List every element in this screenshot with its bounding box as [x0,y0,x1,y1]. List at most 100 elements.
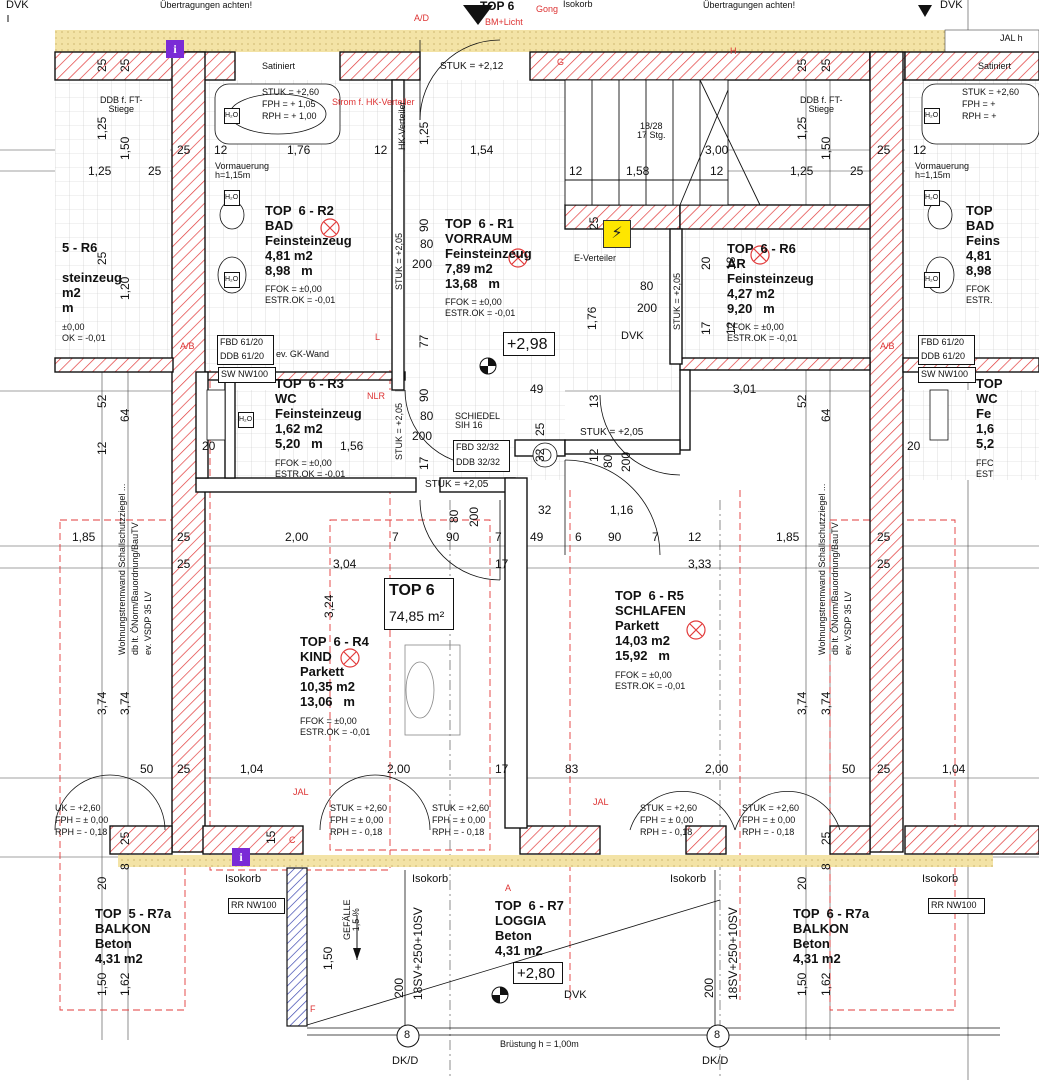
sw-box: SW NW100 [918,367,976,383]
dimension: 25 [877,530,891,544]
label: Satiniert [978,61,1012,71]
electrical-warning-icon: ⚡ [603,220,631,248]
water-icon: H₂O [924,190,940,206]
dimension: 1,62 [819,972,833,996]
label: L [375,332,381,342]
dimension: 49 [530,382,544,396]
dimension: 17 [495,762,509,776]
dimension: 2,00 [387,762,411,776]
label: Satiniert [262,61,296,71]
label: Übertragungen achten! [703,0,796,10]
dimension: 1,50 [95,972,109,996]
label: DVK [940,0,963,11]
dimension: 18 [724,256,738,270]
dimension: 1,76 [287,143,311,157]
dimension: 20 [699,256,713,270]
label: Isokorb [670,873,707,885]
room-wc-levels: FFOK = ±0,00 ESTR.OK = -0,01 [275,458,346,479]
railing [286,867,308,1027]
fbd-box: FBD 61/20 DDB 61/20 [217,335,274,365]
rr-box: RR NW100 [928,898,985,914]
label: Isokorb [225,873,262,885]
dimension: 17 [495,557,509,571]
label: JAL [593,797,609,807]
dimension: 2,00 [285,530,309,544]
dimension: 8 [118,863,132,870]
dimension: 64 [819,408,833,422]
unit-area: 74,85 m² [389,608,445,624]
dimension: 200 [412,429,433,443]
water-icon: H₂O [224,108,240,124]
label: Isokorb [412,873,449,885]
room-loggia: TOP 6 - R7 LOGGIA Beton 4,31 m2 [495,898,564,958]
dimension: 25 [118,58,132,72]
stuk-label: STUK = +2,60 FPH = ± 0,00 RPH = - 0,18 [330,803,388,837]
dimension: 12 [569,164,583,178]
label: Vormauerung h=1,15m [915,161,970,180]
room-partial-right-wc: TOP WC Fe 1,6 5,2 [976,376,1003,451]
dimension: 12 [214,143,228,157]
dimension: 7 [652,530,659,544]
water-icon: H₂O [924,272,940,288]
label: DVK [621,330,644,342]
dimension: 12 [913,143,927,157]
dimension: 25 [877,557,891,571]
label: NLR [367,391,386,401]
dimension: 6 [575,530,582,544]
dimension: 3,33 [688,557,712,571]
vorraum-floor [405,80,565,480]
dimension: 90 [417,388,431,402]
dimension: 2,00 [705,762,729,776]
label: Wohnungstrennwand Schallschutzziegel ...… [817,483,853,655]
dimension: 1,85 [72,530,96,544]
dimension: 12 [374,143,388,157]
dimension: 1,04 [240,762,264,776]
dimension: 7 [495,530,502,544]
dimension: 1,04 [942,762,966,776]
room-bad-levels: FFOK = ±0,00 ESTR.OK = -0,01 [265,284,336,305]
stuk-label: STUK = +2,60 FPH = + RPH = + [962,87,1020,121]
stuk-label: STUK = +2,60 FPH = ± 0,00 RPH = - 0,18 [432,803,490,837]
stuk-label: STUK = +2,05 [425,479,489,490]
water-icon: H₂O [224,272,240,288]
dimension: 25 [819,58,833,72]
dimension: 1,16 [610,503,634,517]
water-icon: H₂O [924,108,940,124]
dimension: 3,04 [333,557,357,571]
dimension: 80 [447,509,461,523]
dimension: 90 [417,218,431,232]
dimension: 1,50 [795,972,809,996]
dimension: 3,74 [795,691,809,715]
label: E-Verteiler [574,253,617,263]
right-wc-floor [905,390,1039,480]
dimension: 25 [118,831,132,845]
label: Vormauerung h=1,15m [215,161,270,180]
label: GEFÄLLE 1,5 % [342,899,361,940]
dimension: 3,74 [118,691,132,715]
dimension: 1,54 [470,143,494,157]
water-icon: H₂O [238,412,254,428]
stuk-label: UK = +2,60 FPH = ± 0,00 RPH = - 0,18 [55,803,109,837]
label: A/D [414,13,430,23]
dimension: 32 [533,448,547,462]
water-icon: H₂O [224,190,240,206]
label: DK/D [392,1055,419,1067]
lights [320,218,770,668]
walls [54,51,1039,855]
axis-label: 8 [714,1029,721,1041]
label: DK/D [702,1055,729,1067]
dimension: 20 [907,439,921,453]
label: Gong [536,4,559,14]
room-vorraum-levels: FFOK = ±0,00 ESTR.OK = -0,01 [445,297,516,318]
dimension: 50 [842,762,856,776]
room-kind-levels: FFOK = ±0,00 ESTR.OK = -0,01 [300,716,371,737]
dimension: 1,50 [118,136,132,160]
dimension: 25 [819,831,833,845]
room-partial-right-wc-levels: FFC EST [976,458,994,479]
dimension: 15 [264,830,278,844]
level-box: +2,98 [503,332,555,356]
info-icon: i [232,848,250,866]
label: 18/28 17 Stg. [637,121,666,140]
dimension: 12 [710,164,724,178]
dimension: 49 [530,530,544,544]
